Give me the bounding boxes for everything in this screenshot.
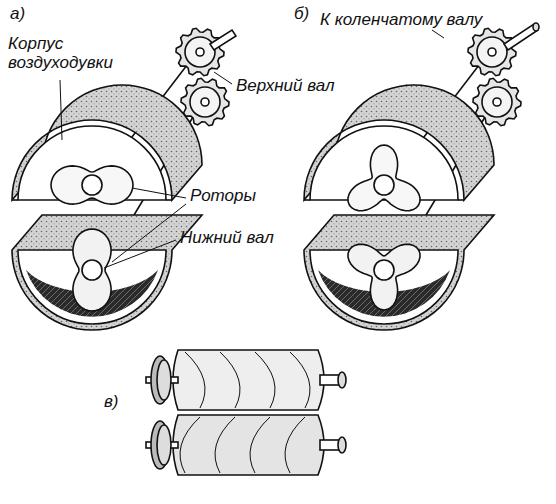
- lower-rotor-side: [173, 415, 324, 475]
- upper-shaft-end: [210, 30, 236, 50]
- helix-line: [290, 352, 310, 408]
- upper-shaft-end: [374, 175, 394, 195]
- timing-gear: [473, 78, 521, 125]
- leader-line: [132, 188, 186, 198]
- timing-gear-face: [157, 360, 171, 400]
- housing-flange: [458, 199, 464, 201]
- upper-rotor-side: [173, 350, 324, 410]
- leader-line: [112, 204, 186, 262]
- leader-line: [104, 240, 176, 268]
- timing-gear: [176, 28, 224, 75]
- timing-gear-bore: [493, 98, 501, 106]
- part-label: б): [294, 4, 309, 23]
- timing-gear-bore: [196, 48, 204, 56]
- upper-rotor: [51, 166, 133, 204]
- lower-housing: [304, 215, 494, 330]
- housing-flange: [12, 199, 18, 201]
- part-label: а): [10, 4, 25, 23]
- helix-line: [255, 352, 275, 408]
- upper-shaft-end: [82, 175, 102, 195]
- part-label: Верхний вал: [236, 76, 335, 95]
- timing-gear-hub: [190, 87, 220, 117]
- lower-rotor: [73, 229, 111, 311]
- lower-rotor: [348, 244, 420, 310]
- drive-shaft-end: [533, 23, 539, 31]
- timing-gear-bore: [488, 48, 496, 56]
- timing-gear-bore: [201, 98, 209, 106]
- helix-line: [180, 417, 200, 473]
- timing-gear: [181, 78, 229, 125]
- housing-flange: [166, 199, 172, 201]
- drive-shaft: [504, 24, 538, 50]
- part-label: Роторы: [190, 186, 256, 205]
- helix-line: [285, 417, 305, 473]
- timing-gear-hub: [482, 87, 512, 117]
- helix-line: [250, 417, 270, 473]
- timing-gear-hub: [185, 37, 215, 67]
- helix-line: [220, 352, 240, 408]
- lower-housing: [12, 215, 202, 330]
- housing-flange: [304, 199, 310, 201]
- lower-shaft-end: [82, 260, 102, 280]
- helix-line: [215, 417, 235, 473]
- leader-line: [60, 80, 62, 140]
- leader-line: [214, 72, 232, 84]
- part-label: в): [104, 392, 119, 411]
- upper-rotor: [348, 145, 420, 211]
- leader-line: [432, 30, 444, 38]
- timing-gear-face: [157, 425, 171, 465]
- bearing: [338, 437, 346, 453]
- part-label: К коленчатому валу: [320, 10, 482, 29]
- bearing: [338, 372, 346, 388]
- upper-housing-inside: [18, 126, 166, 200]
- part-label: Нижний вал: [180, 228, 274, 247]
- lower-shaft-end: [374, 260, 394, 280]
- timing-gear: [468, 28, 516, 75]
- timing-gear-hub: [477, 37, 507, 67]
- part-label: Корпус воздуходувки: [8, 34, 118, 72]
- helix-line: [185, 352, 205, 408]
